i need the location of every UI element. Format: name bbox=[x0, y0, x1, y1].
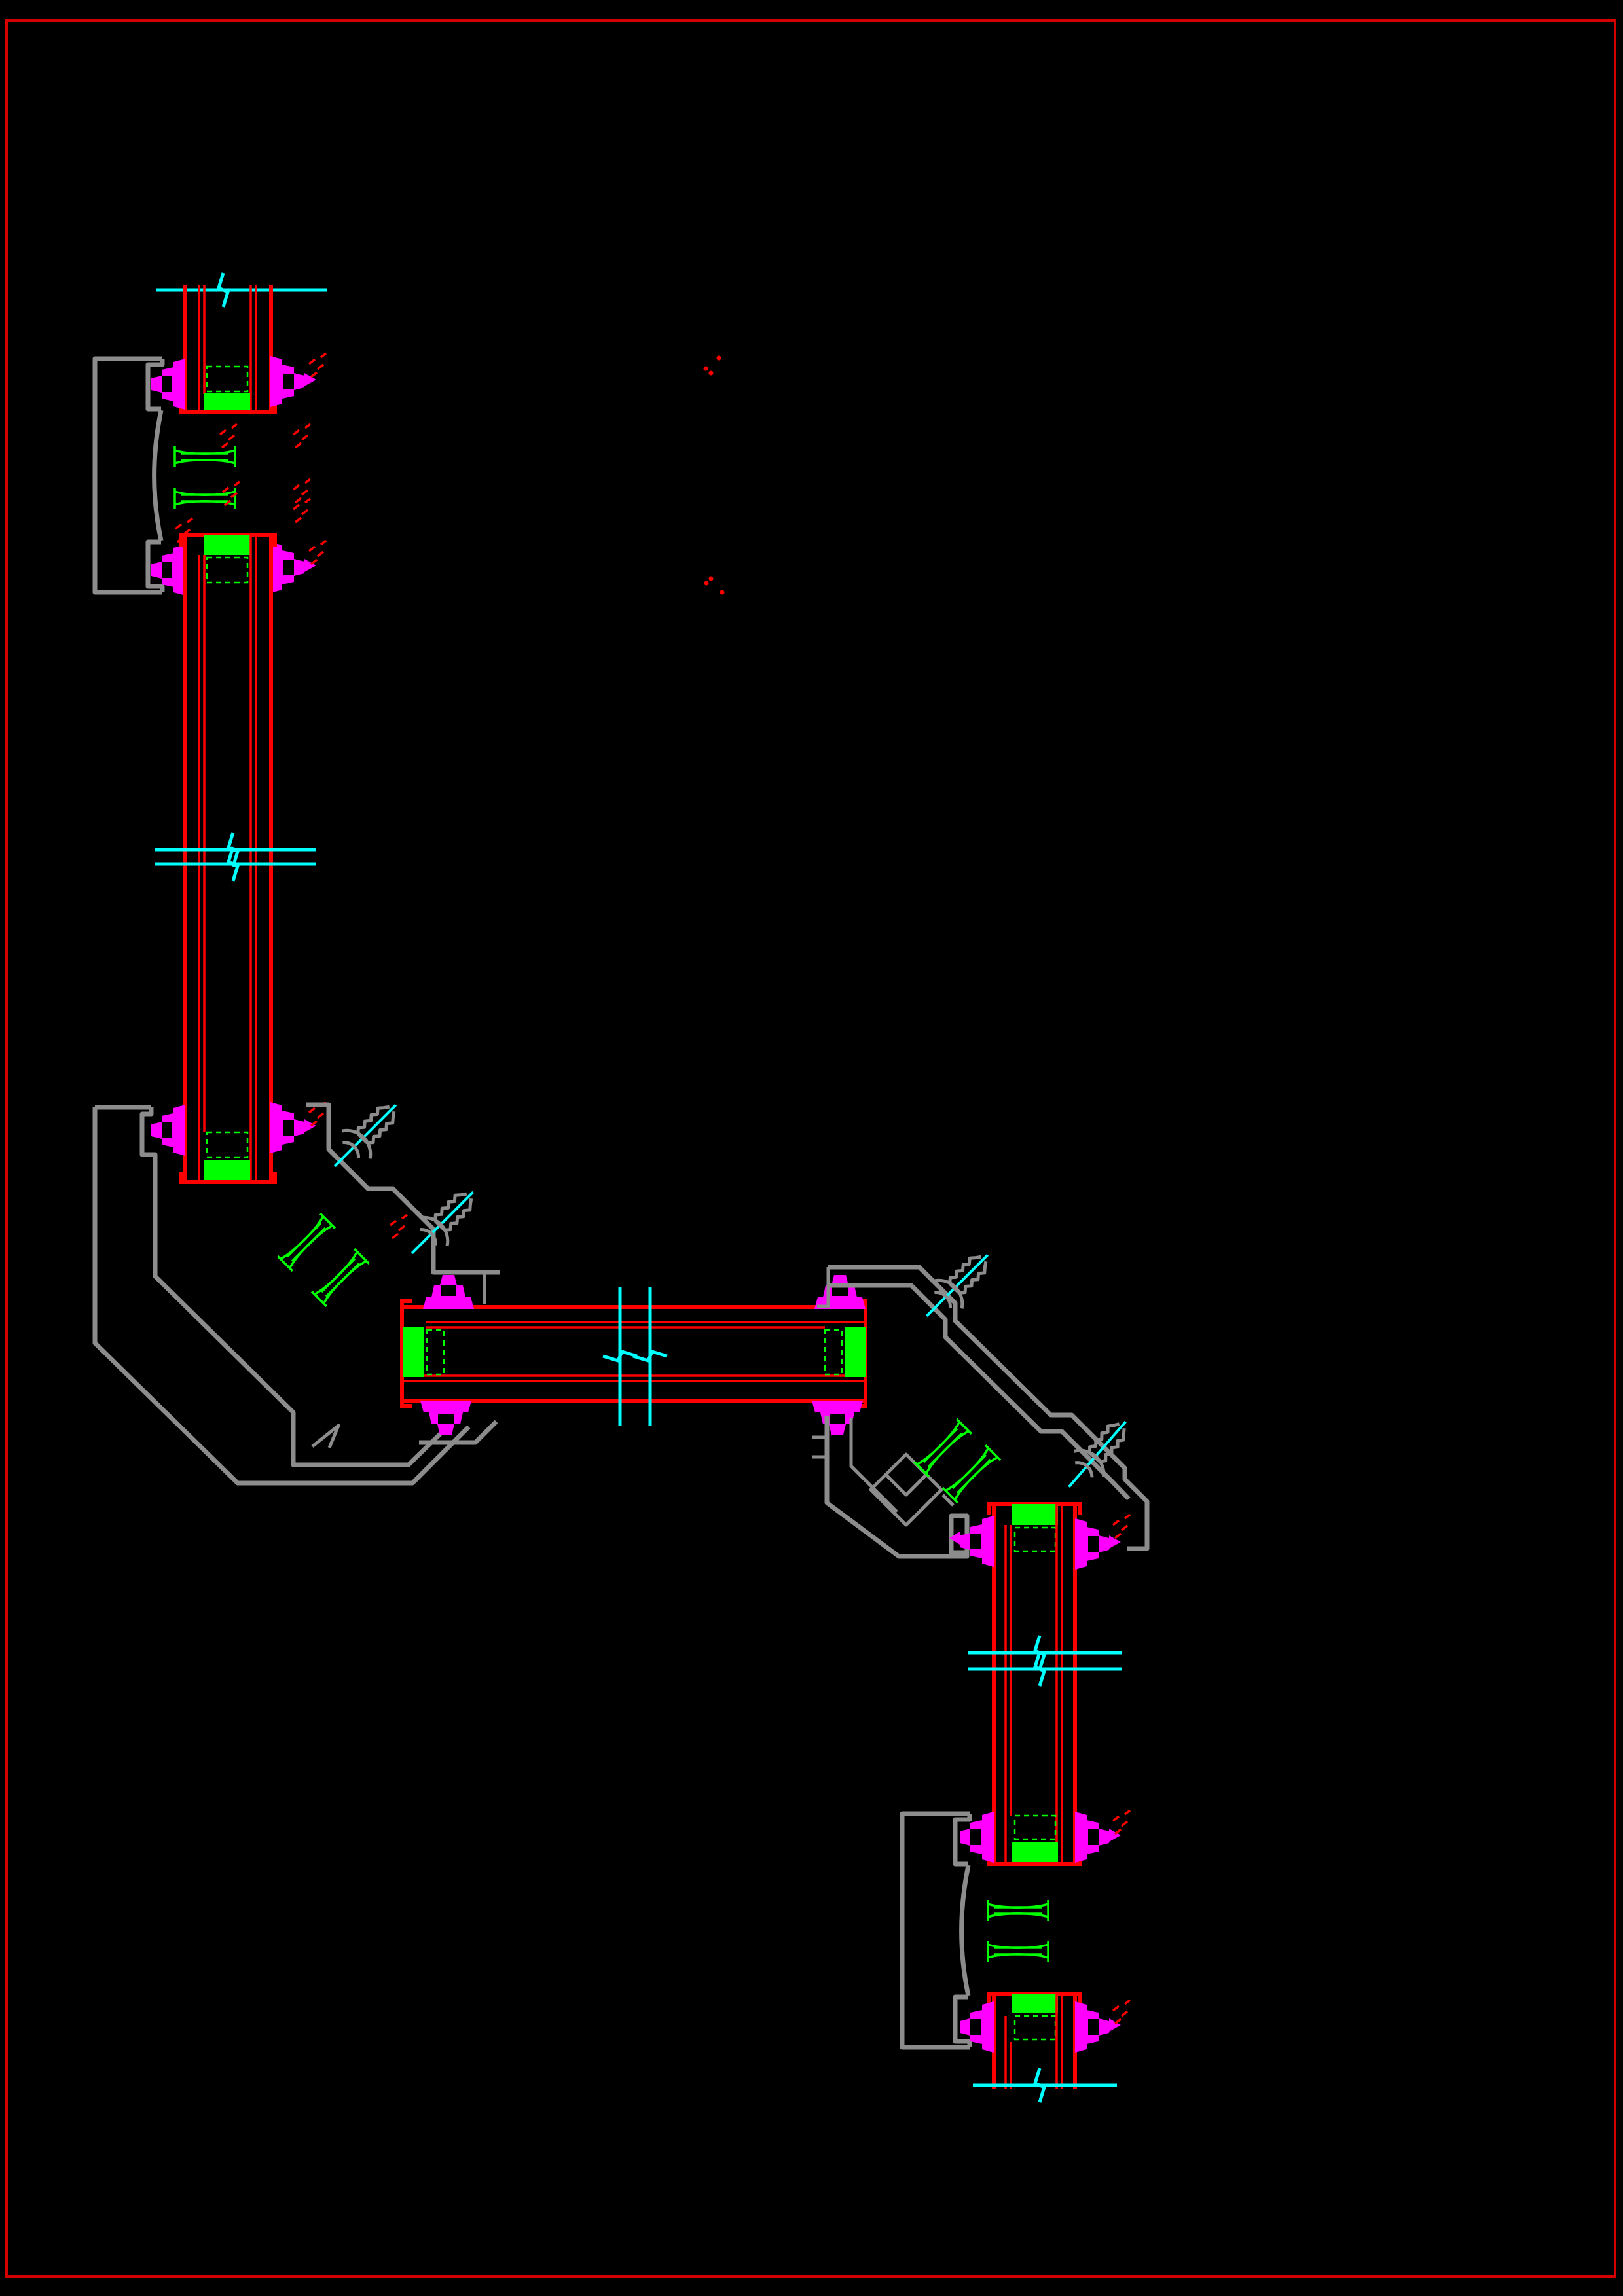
spacer-bar bbox=[206, 556, 249, 584]
connector-bolt bbox=[276, 1212, 337, 1272]
break-jog bbox=[1035, 2068, 1044, 2102]
break-line-top bbox=[156, 273, 327, 307]
gasket bbox=[949, 1516, 994, 1567]
red-speck-marks bbox=[292, 478, 312, 504]
spacer-bar bbox=[1013, 1814, 1057, 1840]
break-jog bbox=[633, 1352, 667, 1361]
corner-chute-inner-wall bbox=[849, 1418, 898, 1513]
gasket-bracket bbox=[419, 1420, 498, 1445]
glazing-block bbox=[403, 1327, 424, 1377]
gasket bbox=[1075, 2001, 1121, 2053]
drainage-barb bbox=[311, 1424, 340, 1448]
break-line-bottom bbox=[973, 2068, 1117, 2102]
red-speck-marks bbox=[389, 1213, 409, 1240]
connector-bolt bbox=[173, 445, 236, 469]
fixing-screw bbox=[1054, 1409, 1140, 1500]
fixing-screw bbox=[398, 1178, 487, 1267]
left-mullion-run bbox=[151, 533, 327, 1184]
red-speck-marks bbox=[1112, 1513, 1131, 1539]
unit-end-cap bbox=[400, 1299, 412, 1408]
glazing-block bbox=[845, 1327, 866, 1377]
break-line-mid bbox=[155, 833, 316, 881]
horizontal-glazing-run bbox=[400, 1275, 867, 1435]
corner-outer-wall bbox=[92, 1107, 471, 1486]
red-speck-marks bbox=[292, 423, 312, 449]
red-speck-marks bbox=[219, 423, 238, 449]
break-jog bbox=[219, 273, 228, 307]
glazing-block bbox=[204, 535, 250, 555]
sheet-border bbox=[5, 19, 1616, 2278]
break-jog bbox=[603, 1352, 637, 1361]
connector-bolt bbox=[310, 1247, 371, 1308]
sill-detail bbox=[902, 1809, 1131, 2102]
right-mullion-run bbox=[949, 1502, 1131, 1866]
thermal-break-notch bbox=[869, 1452, 955, 1527]
glazing-block bbox=[1012, 1994, 1058, 2013]
aluminium-c-profile bbox=[95, 359, 162, 592]
unit-end-cap bbox=[179, 1172, 277, 1184]
corner-inner-wall bbox=[95, 1105, 460, 1467]
aluminium-c-profile bbox=[902, 1814, 970, 2047]
spacer-bar bbox=[1013, 2015, 1057, 2041]
spacer-bar bbox=[206, 365, 249, 393]
glazing-unit-upper bbox=[179, 285, 277, 414]
corner-outer-face-inner-edge bbox=[828, 1283, 1131, 1501]
connector-bolt bbox=[913, 1418, 973, 1478]
glazing-block bbox=[204, 1160, 250, 1182]
fixing-screw bbox=[321, 1091, 410, 1180]
spacer-bar bbox=[206, 1131, 249, 1158]
gasket bbox=[1075, 1812, 1121, 1863]
break-line-horizontal-run bbox=[603, 1287, 667, 1426]
red-speck-marks bbox=[308, 539, 327, 565]
connector-bolt bbox=[987, 1939, 1049, 1963]
red-speck-marks bbox=[308, 352, 327, 378]
red-speck-marks-field bbox=[703, 355, 725, 595]
gasket bbox=[1075, 1518, 1121, 1570]
corner-outer-face bbox=[828, 1265, 1150, 1551]
connector-bolt bbox=[987, 1899, 1049, 1922]
gasket bbox=[812, 1401, 863, 1435]
gasket bbox=[814, 1275, 866, 1309]
corner-outer-face bbox=[306, 1102, 500, 1275]
break-line-right-run bbox=[968, 1636, 1122, 1686]
gasket-bracket bbox=[812, 1435, 828, 1459]
gasket bbox=[960, 2001, 994, 2053]
spacer-bar bbox=[824, 1329, 843, 1376]
gasket bbox=[151, 1105, 185, 1156]
head-detail bbox=[95, 273, 327, 596]
spacer-bar bbox=[1013, 1526, 1057, 1552]
gasket-channel bbox=[817, 1267, 830, 1308]
red-speck-marks bbox=[1112, 1809, 1131, 1835]
red-speck-marks bbox=[1112, 1999, 1131, 2025]
gasket bbox=[423, 1275, 474, 1309]
gasket bbox=[270, 1102, 316, 1153]
glazing-block bbox=[1012, 1504, 1058, 1525]
glazing-block bbox=[204, 393, 250, 414]
connector-bolt bbox=[941, 1444, 1002, 1504]
glazing-block bbox=[1012, 1842, 1058, 1864]
gasket bbox=[270, 542, 316, 593]
left-corner-assembly bbox=[92, 1091, 500, 1486]
gasket bbox=[270, 356, 316, 407]
spacer-bar bbox=[426, 1329, 445, 1376]
